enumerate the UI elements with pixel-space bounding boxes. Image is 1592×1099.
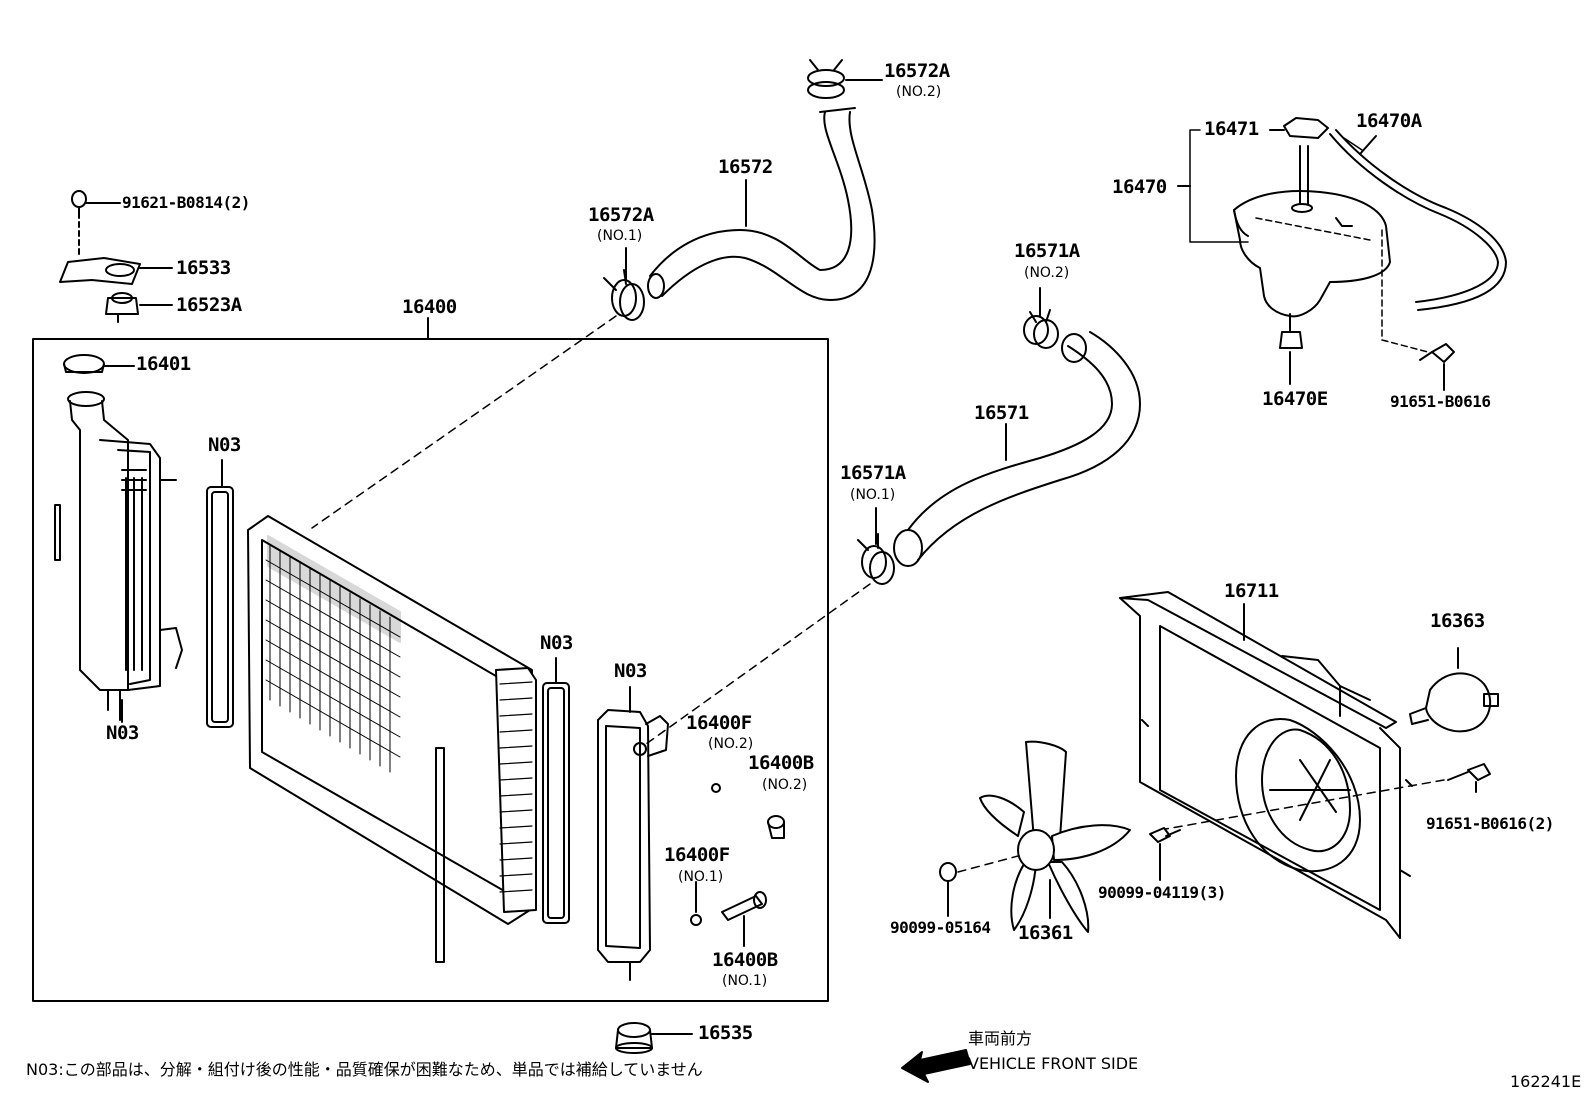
label-16361: 16361 <box>1018 922 1073 944</box>
label-n03-right-gasket: N03 <box>540 632 573 654</box>
label-16572A-no1-sub: (NO.1) <box>597 228 643 244</box>
label-16523A: 16523A <box>176 294 242 316</box>
oring-16400F-no2-drawing <box>711 783 721 793</box>
hose-16571-drawing <box>893 331 1141 567</box>
label-16572A-no2-sub: (NO.2) <box>896 84 942 100</box>
right-tank-drawing <box>597 686 669 981</box>
vehicle-front-en: VEHICLE FRONT SIDE <box>968 1054 1139 1073</box>
dash-shroud-bolt <box>1159 779 1445 831</box>
label-16400F-no1-sub: (NO.1) <box>678 869 724 885</box>
dash-upper-hose <box>311 315 617 529</box>
cushion-16535-drawing <box>615 1022 693 1054</box>
hose-16572-drawing <box>647 107 876 301</box>
plug-16400B-no2-drawing <box>767 815 785 839</box>
label-16535: 16535 <box>698 1022 753 1044</box>
label-16470: 16470 <box>1112 176 1167 198</box>
clamp-16571A-no2-drawing <box>1023 309 1059 349</box>
clamp-16571A-no1-drawing <box>857 533 895 585</box>
label-90099-04119: 90099-04119(3) <box>1098 883 1226 902</box>
label-16572A-no1: 16572A <box>588 204 654 226</box>
label-91621-B0814: 91621-B0814(2) <box>122 193 250 212</box>
label-16571: 16571 <box>974 402 1029 424</box>
bolt-91651-b-drawing <box>1447 763 1491 793</box>
label-16400B-no1-sub: (NO.1) <box>722 973 768 989</box>
label-16400: 16400 <box>402 296 457 318</box>
bolt-90099-04119-drawing <box>1149 827 1181 881</box>
label-16571A-no2-sub: (NO.2) <box>1024 265 1070 281</box>
clamp-16572A-no2-drawing <box>807 59 883 99</box>
reservoir-16470-drawing <box>1233 117 1429 353</box>
label-16400B-no2-sub: (NO.2) <box>762 777 808 793</box>
left-tank-drawing <box>54 391 183 721</box>
label-16400F-no2-sub: (NO.2) <box>708 736 754 752</box>
hose-16470A-drawing <box>1329 129 1507 311</box>
bolt-91621-drawing <box>71 190 121 259</box>
nut-90099-05164-drawing <box>939 862 957 917</box>
fan-16361-drawing <box>979 740 1131 933</box>
label-16572: 16572 <box>718 156 773 178</box>
oring-16400F-no1-drawing <box>690 914 702 926</box>
bolt-91651-a-drawing <box>1419 343 1455 363</box>
label-16571A-no1-sub: (NO.1) <box>850 487 896 503</box>
label-16401: 16401 <box>136 353 191 375</box>
motor-16363-drawing <box>1409 647 1499 733</box>
label-16470A: 16470A <box>1356 110 1422 132</box>
gasket-n03-left-drawing <box>206 486 234 728</box>
label-91651-B0616: 91651-B0616 <box>1390 392 1491 411</box>
label-n03-right-tank: N03 <box>614 660 647 682</box>
dash-lower-hose <box>645 583 871 745</box>
clamp-16572A-no1-drawing <box>603 269 645 321</box>
vehicle-front-jp: 車両前方 <box>968 1029 1033 1048</box>
label-16400B-no2: 16400B <box>748 752 814 774</box>
cushion-16523A-drawing <box>105 292 173 323</box>
label-16571A-no2: 16571A <box>1014 240 1080 262</box>
label-90099-05164: 90099-05164 <box>890 918 991 937</box>
gasket-n03-left-inner <box>211 491 229 723</box>
gasket-n03-right-inner <box>547 687 565 919</box>
label-n03-left-tank: N03 <box>106 722 139 744</box>
label-n03-left-gasket: N03 <box>208 434 241 456</box>
label-16400B-no1: 16400B <box>712 949 778 971</box>
assembly-16400-box <box>32 338 829 1002</box>
label-16471: 16471 <box>1204 118 1259 140</box>
label-16711: 16711 <box>1224 580 1279 602</box>
label-16400F-no1: 16400F <box>664 844 730 866</box>
dash-fan-nut <box>957 855 1019 873</box>
label-16571A-no1: 16571A <box>840 462 906 484</box>
shroud-16711-drawing <box>1119 591 1413 939</box>
vehicle-front-arrow-icon <box>901 1049 971 1083</box>
figure-code: 162241E <box>1510 1072 1582 1091</box>
cap-16401-drawing <box>63 354 135 374</box>
label-16363: 16363 <box>1430 610 1485 632</box>
label-16572A-no2: 16572A <box>884 60 950 82</box>
label-16470E: 16470E <box>1262 388 1328 410</box>
label-16400F-no2: 16400F <box>686 712 752 734</box>
bracket-16533-drawing <box>59 257 173 285</box>
label-16533: 16533 <box>176 257 231 279</box>
footnote-n03: N03:この部品は、分解・組付け後の性能・品質確保が困難なため、単品では補給して… <box>26 1060 703 1079</box>
gasket-n03-right-drawing <box>542 682 570 924</box>
label-91651-B0616-2: 91651-B0616(2) <box>1426 814 1554 833</box>
radiator-core-drawing <box>247 515 537 963</box>
